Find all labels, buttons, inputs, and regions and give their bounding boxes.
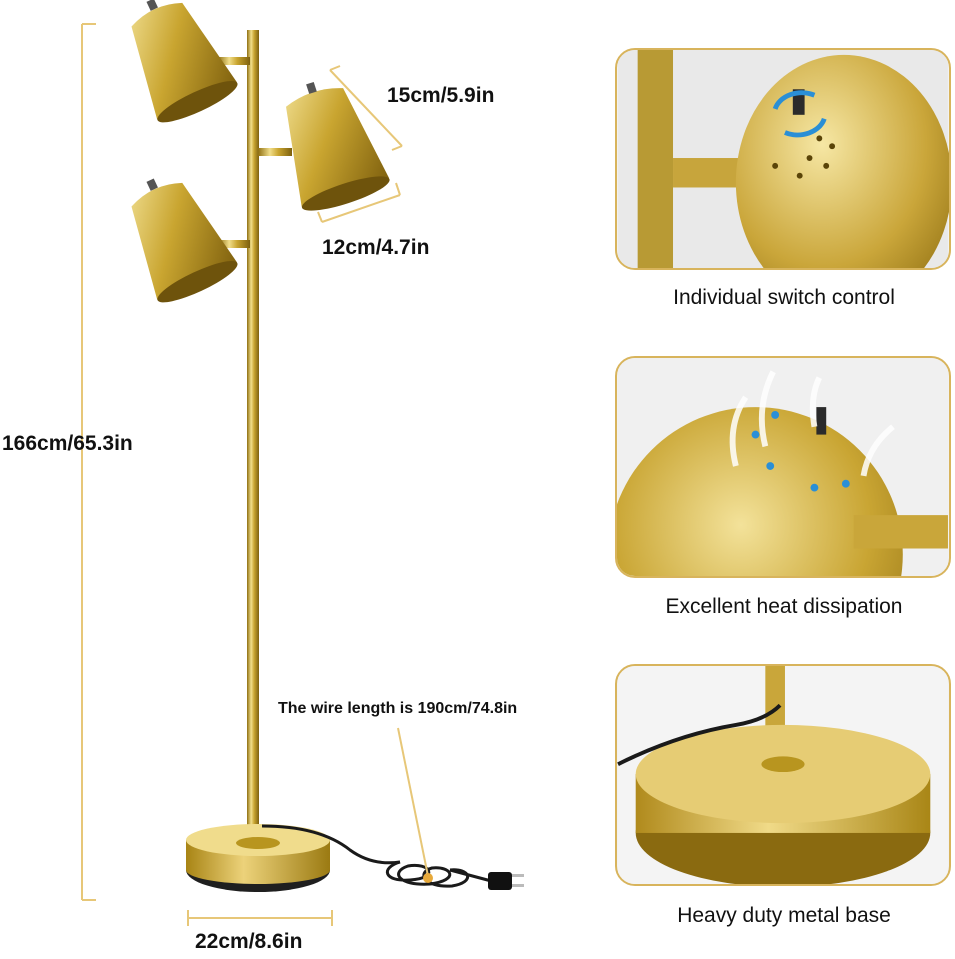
wire-pointer: [397, 727, 433, 883]
power-plug-icon: [488, 872, 524, 890]
lamp-arm-bottom: [218, 240, 250, 248]
shade-length-dimension: [329, 65, 403, 151]
shade-length-label: 15cm/5.9in: [387, 84, 495, 107]
switch-closeup-image: [618, 50, 949, 268]
shade-width-label: 12cm/4.7in: [322, 236, 430, 259]
height-dimension-line: [81, 23, 96, 901]
base-closeup-image: [617, 666, 948, 884]
heat-closeup-image: [617, 358, 948, 576]
heat-vent-icon: [751, 411, 850, 492]
feature-caption-base: Heavy duty metal base: [677, 904, 891, 927]
lamp-shade-middle: [286, 81, 390, 211]
feature-panel-switch: [615, 48, 951, 270]
lamp-shade-bottom: [131, 178, 238, 303]
feature-caption-heat: Excellent heat dissipation: [665, 595, 903, 618]
shade-width-dimension: [317, 182, 401, 223]
floor-lamp-figure: [81, 0, 524, 926]
lamp-base: [186, 824, 330, 892]
feature-panel-base: [615, 664, 951, 886]
lamp-arm-top: [218, 57, 250, 65]
feature-panel-heat: [615, 356, 951, 578]
height-label: 166cm/65.3in: [2, 432, 133, 455]
feature-caption-switch: Individual switch control: [673, 286, 895, 309]
base-width-label: 22cm/8.6in: [195, 930, 303, 953]
wire-length-label: The wire length is 190cm/74.8in: [278, 700, 518, 717]
lamp-pole: [247, 30, 259, 845]
metal-base-icon: [635, 724, 931, 884]
lamp-arm-middle: [258, 148, 292, 156]
lamp-shade-top: [131, 0, 238, 123]
base-width-dimension: [187, 910, 333, 926]
switch-rotate-icon: [772, 90, 827, 138]
